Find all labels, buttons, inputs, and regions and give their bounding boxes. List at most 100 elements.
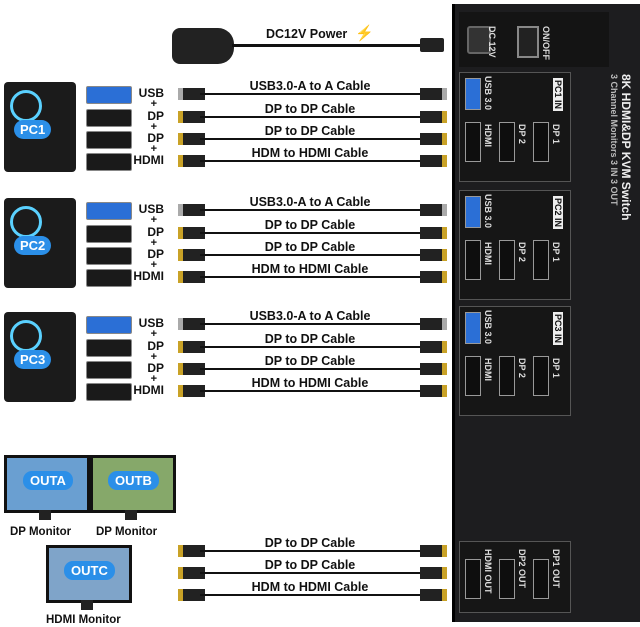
cable-plug xyxy=(178,111,205,123)
cable-plug xyxy=(420,318,447,330)
cable-plug xyxy=(420,88,447,100)
device-output-port xyxy=(499,559,515,599)
device-port-label: DP 2 xyxy=(517,242,527,262)
plus-sign: + xyxy=(150,143,157,155)
output-cable-label: HDM to HDMI Cable xyxy=(251,580,369,594)
cable-plug xyxy=(420,227,447,239)
port-label: DP xyxy=(147,131,164,145)
device-port-label: USB 3.0 xyxy=(483,76,493,111)
cable-label: DP to DP Cable xyxy=(264,124,356,138)
port-label: DP xyxy=(147,247,164,261)
port-label: HDMI xyxy=(133,153,164,167)
cable-label: HDM to HDMI Cable xyxy=(251,146,369,160)
usb-port-icon xyxy=(86,316,132,334)
power-cable xyxy=(232,44,422,47)
device-port xyxy=(533,122,549,162)
cable-plug xyxy=(178,318,205,330)
port-label: DP xyxy=(147,361,164,375)
power-label: DC12V Power xyxy=(266,27,348,41)
port-label: USB xyxy=(138,202,164,216)
device-port-label: USB 3.0 xyxy=(483,310,493,345)
plus-sign: + xyxy=(150,373,157,385)
plus-sign: + xyxy=(150,351,157,363)
device-port-label: DP 1 xyxy=(551,242,561,262)
monitor-b-badge: OUTB xyxy=(108,471,159,490)
pc-badge: PC2 xyxy=(14,236,52,255)
device-port-label: HDMI xyxy=(483,242,493,265)
monitor-a-badge: OUTA xyxy=(23,471,73,490)
device-port xyxy=(465,356,481,396)
power-adapter xyxy=(172,28,234,64)
cable-plug xyxy=(420,341,447,353)
monitor-a-label: DP Monitor xyxy=(10,526,72,538)
cable-line xyxy=(200,550,422,552)
cable-plug xyxy=(178,385,205,397)
device-output-label: DP1 OUT xyxy=(551,549,561,589)
pc-fan-icon xyxy=(10,90,42,122)
cable-plug xyxy=(420,363,447,375)
device-usb-port xyxy=(465,312,481,344)
cable-plug xyxy=(178,271,205,283)
device-output-port xyxy=(533,559,549,599)
monitor-b-stand xyxy=(125,510,137,520)
port-label: HDMI xyxy=(133,383,164,397)
device-title: 8K HDMI&DP KVM Switch xyxy=(619,74,633,221)
cable-label: DP to DP Cable xyxy=(264,332,356,346)
cable-plug xyxy=(178,341,205,353)
cable-plug xyxy=(178,249,205,261)
device-output-label: HDMI OUT xyxy=(483,549,493,594)
lightning-icon: ⚡ xyxy=(355,25,374,42)
output-cable-label: DP to DP Cable xyxy=(264,558,356,572)
dp-port-icon xyxy=(86,361,132,379)
device-port-label: DP 2 xyxy=(517,358,527,378)
device-port xyxy=(465,122,481,162)
cable-plug xyxy=(178,133,205,145)
device-port xyxy=(499,240,515,280)
power-plug xyxy=(420,38,444,52)
dp-port-icon xyxy=(86,109,132,127)
port-label: DP xyxy=(147,225,164,239)
kvm-switch: DC 12V ON/OFF 8K HDMI&DP KVM Switch 3 Ch… xyxy=(452,4,640,622)
monitor-c-stand xyxy=(81,600,93,610)
cable-line xyxy=(200,323,422,325)
cable-plug xyxy=(178,363,205,375)
cable-line xyxy=(200,346,422,348)
device-subtitle: 3 Channel Monitors 3 IN 3 OUT xyxy=(609,74,619,206)
plus-sign: + xyxy=(150,98,157,110)
plus-sign: + xyxy=(150,121,157,133)
cable-line xyxy=(200,276,422,278)
device-port-label: DP 1 xyxy=(551,358,561,378)
cable-label: DP to DP Cable xyxy=(264,354,356,368)
power-switch[interactable] xyxy=(517,26,539,58)
monitor-c-badge: OUTC xyxy=(64,561,115,580)
cable-plug xyxy=(178,589,205,601)
device-usb-port xyxy=(465,78,481,110)
cable-line xyxy=(200,116,422,118)
device-group-label: PC2 IN xyxy=(553,196,563,230)
monitor-c-label: HDMI Monitor xyxy=(46,614,121,626)
cable-plug xyxy=(420,155,447,167)
cable-label: USB3.0-A to A Cable xyxy=(249,79,371,93)
device-output-port xyxy=(465,559,481,599)
pc-fan-icon xyxy=(10,320,42,352)
port-label: USB xyxy=(138,316,164,330)
hdmi-port-icon xyxy=(86,269,132,287)
device-port xyxy=(533,356,549,396)
device-port xyxy=(499,356,515,396)
pc-fan-icon xyxy=(10,206,42,238)
power-port-label: DC 12V xyxy=(487,26,497,58)
port-label: DP xyxy=(147,109,164,123)
cable-plug xyxy=(178,545,205,557)
device-port-label: HDMI xyxy=(483,124,493,147)
device-port xyxy=(533,240,549,280)
port-label: HDMI xyxy=(133,269,164,283)
plus-sign: + xyxy=(150,328,157,340)
monitor-c xyxy=(46,545,132,603)
cable-label: HDM to HDMI Cable xyxy=(251,262,369,276)
dp-port-icon xyxy=(86,247,132,265)
monitor-b-label: DP Monitor xyxy=(96,526,158,538)
device-usb-port xyxy=(465,196,481,228)
monitor-a-stand xyxy=(39,510,51,520)
device-group-label: PC1 IN xyxy=(553,78,563,112)
device-port-label: USB 3.0 xyxy=(483,194,493,229)
